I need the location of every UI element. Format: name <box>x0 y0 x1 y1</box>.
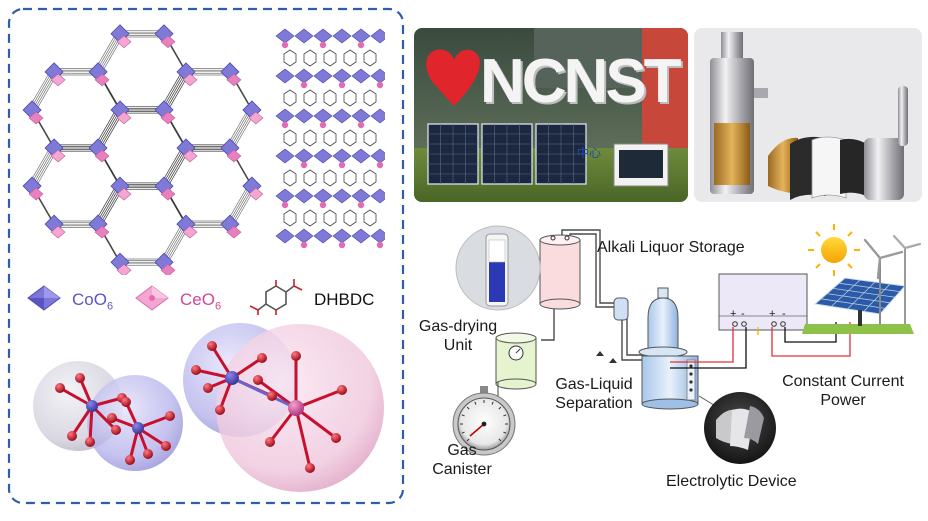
terminal-sign-minus-1: - <box>741 308 745 320</box>
drying-column-zoom <box>455 225 541 311</box>
dhbdc-linker-icon <box>249 279 303 315</box>
mof-structure-panel: CoO6 CeO6 DHBDC <box>0 0 410 521</box>
alkali-liquor-storage-tank <box>539 234 581 310</box>
gas-liquid-separator <box>613 297 629 321</box>
gas-canister-gauge <box>452 386 516 456</box>
framework-side-view-illustration <box>275 28 385 249</box>
ncnst-sign-letters: NCNST <box>480 47 682 116</box>
label-alkali-liquor-storage: Alkali Liquor Storage <box>597 239 745 256</box>
legend-label-dhbdc: DHBDC <box>314 290 375 309</box>
electrolytic-device-zoom <box>698 392 776 464</box>
legend-label-coo6: CoO6 <box>72 290 114 313</box>
flow-arrows <box>596 351 617 363</box>
gas-drying-unit <box>495 332 537 390</box>
coordination-spheres-illustration <box>33 323 384 492</box>
electrolyzer-parts-photo <box>694 28 922 202</box>
electrolysis-system-diagram <box>452 224 922 464</box>
coo6-polyhedron-icon <box>27 285 61 311</box>
terminal-sign-minus-2: - <box>782 308 786 320</box>
solar-wind-power-source <box>802 224 922 334</box>
legend-label-ceo6: CeO6 <box>180 290 222 313</box>
sign-chinese-text: 中心 <box>577 146 602 160</box>
ncnst-outdoor-photo: NCNST 中心 <box>414 28 688 202</box>
terminal-sign-plus-2: + <box>769 308 776 320</box>
label-electrolytic-device: Electrolytic Device <box>666 473 797 490</box>
honeycomb-framework-illustration <box>22 24 264 275</box>
ceo6-polyhedron-icon <box>135 285 169 311</box>
panel-dashed-border <box>7 7 405 505</box>
electrolyzer-parts-illustration <box>710 32 908 200</box>
solar-panels-illustration <box>427 123 669 187</box>
power-controller-box <box>718 273 808 331</box>
electrolytic-tower <box>638 287 699 410</box>
terminal-sign-plus-1: + <box>730 308 737 320</box>
